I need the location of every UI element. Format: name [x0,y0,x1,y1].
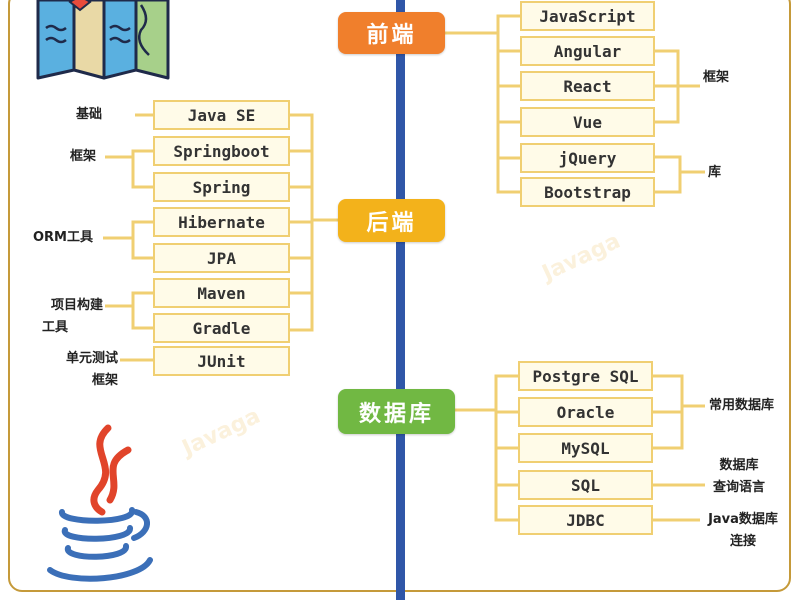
label-build-tools-line2: 工具 [41,320,68,335]
connector-javase [290,113,338,222]
connector-frontend-branches [496,33,520,194]
node-java-se: Java SE [153,100,290,130]
timeline-spine [396,0,405,600]
label-frontend-frameworks: 框架 [703,70,730,85]
label-frontend-libraries: 库 [708,165,722,180]
connector-database-branches [455,374,518,522]
label-java-db-line1: Java数据库 [708,512,778,527]
label-orm-tools: ORM工具 [33,230,93,245]
node-react: React [520,71,655,101]
label-build-tools-line1: 项目构建 [50,298,103,313]
connector-gradle [290,220,314,332]
node-jdbc: JDBC [518,505,653,535]
label-backend-frameworks: 框架 [70,149,97,164]
connector-frameworks [105,149,153,189]
node-oracle: Oracle [518,397,653,427]
node-junit: JUnit [153,346,290,376]
node-gradle: Gradle [153,313,290,343]
node-angular: Angular [520,36,655,66]
label-query-lang: 数据库 查询语言 [705,455,773,499]
label-java-db-line2: 连接 [729,534,756,549]
node-sql: SQL [518,470,653,500]
label-unit-test: 单元测试 框架 [42,348,118,392]
label-common-db: 常用数据库 [709,398,775,413]
hub-frontend: 前端 [338,12,445,54]
label-java-db: Java数据库 连接 [698,509,788,553]
node-mysql: MySQL [518,433,653,463]
node-spring: Spring [153,172,290,202]
node-springboot: Springboot [153,136,290,166]
node-javascript: JavaScript [520,1,655,31]
connector-libraries-right [655,155,705,194]
label-query-lang-line2: 查询语言 [712,480,765,495]
label-build-tools: 项目构建 工具 [27,295,103,339]
connector-backend-branches [290,149,312,295]
java-logo-icon [40,420,160,600]
label-unit-test-line1: 单元测试 [65,351,118,366]
connector-javascript [445,14,520,35]
label-basics: 基础 [76,107,103,122]
map-icon [36,0,171,85]
node-postgre-sql: Postgre SQL [518,361,653,391]
hub-database: 数据库 [338,389,455,434]
label-query-lang-line1: 数据库 [719,458,759,473]
connector-orm [103,220,153,260]
label-unit-test-line2: 框架 [91,373,118,388]
connector-build [105,291,153,330]
connector-frameworks-right [655,49,700,124]
node-jpa: JPA [153,243,290,273]
node-vue: Vue [520,107,655,137]
node-maven: Maven [153,278,290,308]
hub-backend: 后端 [338,199,445,242]
connector-common-db [653,374,705,450]
node-bootstrap: Bootstrap [520,177,655,207]
node-hibernate: Hibernate [153,207,290,237]
node-jquery: jQuery [520,143,655,173]
